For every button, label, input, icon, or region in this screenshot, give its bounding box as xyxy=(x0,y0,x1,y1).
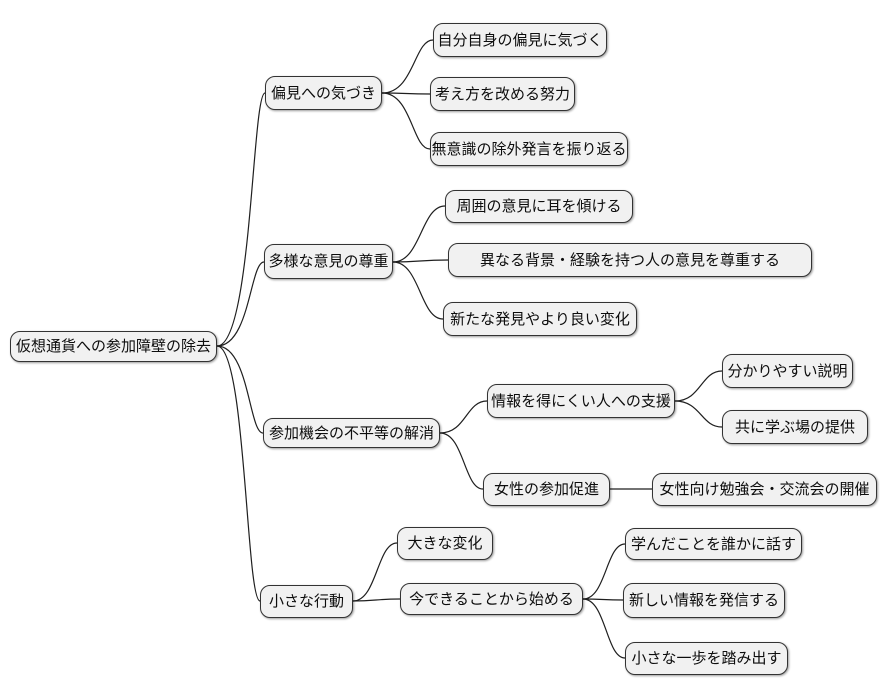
node-notice-own-bias: 自分自身の偏見に気づく xyxy=(433,23,607,57)
node-respect-different-backgrounds: 異なる背景・経験を持つ人の意見を尊重する xyxy=(448,243,812,277)
node-reflect-exclusionary-remarks: 無意識の除外発言を振り返る xyxy=(430,132,628,166)
edge-prejudice-to-notice-own-bias xyxy=(381,39,434,94)
node-effort-change-thinking: 考え方を改める努力 xyxy=(430,77,575,111)
node-promote-women-participation: 女性の参加促進 xyxy=(483,473,610,506)
edge-respect-to-different-backgrounds xyxy=(392,259,449,263)
edge-respect-to-listen-to-others xyxy=(392,205,446,263)
node-take-small-step: 小さな一歩を踏み出す xyxy=(625,642,788,675)
node-root: 仮想通貨への参加障壁の除去 xyxy=(10,331,217,362)
node-listen-to-others: 周囲の意見に耳を傾ける xyxy=(445,190,633,223)
edge-prejudice-to-effort-change-thinking xyxy=(381,92,431,95)
node-share-new-info: 新しい情報を発信する xyxy=(623,583,785,618)
edge-start-now-to-share-new-info xyxy=(582,598,624,601)
edge-root-to-small-actions xyxy=(216,345,261,602)
node-easy-explanations: 分かりやすい説明 xyxy=(722,354,853,388)
node-women-study-meetups: 女性向け勉強会・交流会の開催 xyxy=(652,473,877,506)
node-tell-someone: 学んだことを誰かに話す xyxy=(625,528,802,560)
edge-respect-to-new-discoveries xyxy=(392,261,444,320)
node-big-change: 大きな変化 xyxy=(397,527,493,560)
edge-support-to-easy-explanations xyxy=(674,370,723,402)
node-resolve-inequality: 参加機会の不平等の解消 xyxy=(263,418,440,448)
node-learning-spaces: 共に学ぶ場の提供 xyxy=(722,410,868,444)
node-start-now: 今できることから始める xyxy=(400,583,583,615)
node-small-actions: 小さな行動 xyxy=(260,585,353,618)
node-new-discoveries: 新たな発見やより良い変化 xyxy=(443,302,637,336)
node-prejudice-awareness: 偏見への気づき xyxy=(265,76,382,110)
edge-small-actions-to-big-change xyxy=(352,542,398,602)
edge-support-to-learning-spaces xyxy=(674,400,723,428)
edge-inequality-to-promote-women xyxy=(439,432,484,490)
node-respect-diverse-opinions: 多様な意見の尊重 xyxy=(264,244,393,279)
edge-small-actions-to-start-now xyxy=(352,598,401,602)
edge-prejudice-to-reflect-exclusionary-remarks xyxy=(381,92,431,150)
edge-inequality-to-support-info-access xyxy=(439,400,488,434)
edge-root-to-prejudice-awareness xyxy=(216,92,266,347)
edge-root-to-respect-diverse-opinions xyxy=(216,261,265,347)
edge-start-now-to-take-small-step xyxy=(582,598,626,659)
node-support-info-access: 情報を得にくい人への支援 xyxy=(487,384,675,418)
edge-root-to-resolve-inequality xyxy=(216,345,264,434)
edge-start-now-to-tell-someone xyxy=(582,543,626,600)
